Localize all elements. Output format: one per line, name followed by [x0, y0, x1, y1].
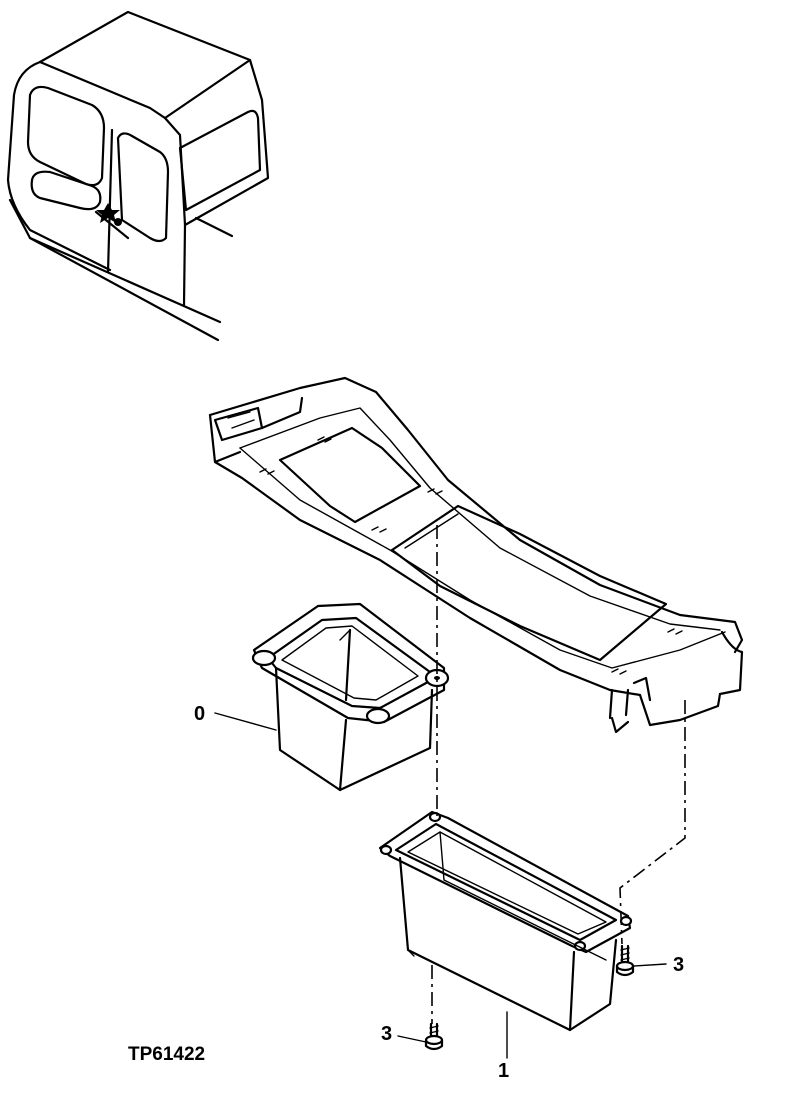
callout-screw-left: 3 — [381, 1023, 392, 1045]
callout-storage-box-long: 1 — [498, 1060, 509, 1082]
alignment-lines — [431, 525, 686, 1024]
screw-left — [424, 1022, 444, 1051]
callout-screw-right: 3 — [673, 954, 684, 976]
storage-box-long — [378, 810, 633, 1032]
screw-right — [615, 944, 635, 977]
location-marker-icon — [96, 203, 120, 223]
storage-box-small — [251, 602, 450, 792]
cab-locator-view — [6, 10, 270, 342]
callout-storage-box-small: 0 — [194, 703, 205, 725]
console-panel — [208, 376, 744, 734]
leader-lines — [214, 712, 667, 1059]
drawing-number: TP61422 — [128, 1044, 205, 1065]
